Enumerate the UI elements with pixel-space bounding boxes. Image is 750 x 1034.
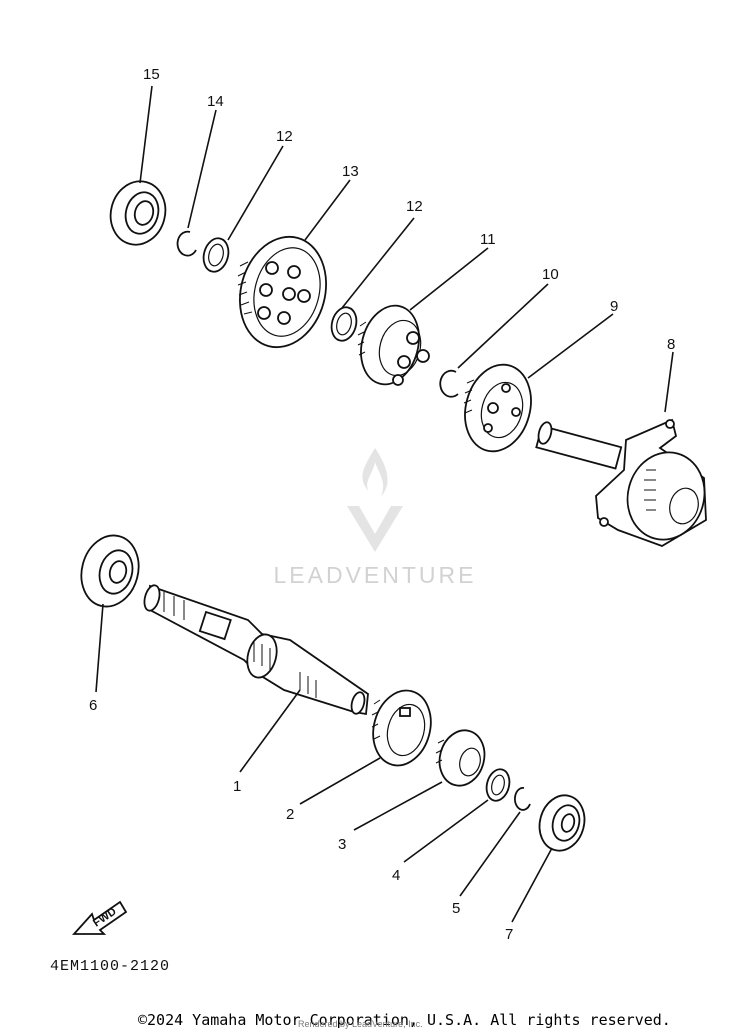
- callout-5: 5: [452, 900, 460, 917]
- part-13-gear[interactable]: [228, 227, 338, 357]
- part-9-gear[interactable]: [456, 357, 541, 459]
- part-8-shaft-assembly[interactable]: [535, 418, 714, 548]
- leadventure-logo-icon: [347, 448, 403, 552]
- part-code: 4EM1100-2120: [50, 958, 171, 975]
- part-5-circlip[interactable]: [514, 787, 531, 811]
- part-10-circlip[interactable]: [439, 369, 459, 398]
- callout-6: 6: [89, 697, 97, 714]
- callout-11: 11: [480, 231, 496, 248]
- part-6-bearing[interactable]: [74, 529, 147, 613]
- callout-2: 2: [286, 806, 294, 823]
- callout-1: 1: [233, 778, 241, 795]
- callout-13: 13: [342, 163, 359, 180]
- part-3-gear[interactable]: [434, 725, 491, 790]
- callout-7: 7: [505, 926, 513, 943]
- part-7-bearing[interactable]: [534, 790, 591, 855]
- part-12-washer[interactable]: [200, 235, 232, 274]
- rendered-by-text: Rendered by LeadVenture, Inc.: [298, 1019, 423, 1029]
- callout-8: 8: [667, 336, 675, 353]
- fwd-arrow-icon: FWD: [71, 900, 128, 935]
- callout-12a: 12: [276, 128, 293, 145]
- callout-14: 14: [207, 93, 224, 110]
- callout-3: 3: [338, 836, 346, 853]
- copyright-text: ©2024 Yamaha Motor Corporation, U.S.A. A…: [138, 1011, 671, 1029]
- part-15-bearing[interactable]: [104, 175, 173, 251]
- part-12-washer-2[interactable]: [328, 304, 360, 343]
- part-2-gear[interactable]: [365, 684, 439, 772]
- leader-lines: [95, 85, 674, 923]
- part-14-circlip[interactable]: [176, 230, 197, 257]
- part-4-washer[interactable]: [483, 767, 513, 804]
- callout-4: 4: [392, 867, 400, 884]
- part-11-gear-hub[interactable]: [353, 299, 430, 391]
- watermark-brand: LEADVENTURE: [273, 562, 477, 588]
- callout-12b: 12: [406, 198, 423, 215]
- part-1-main-shaft[interactable]: [142, 584, 369, 716]
- callout-10: 10: [542, 266, 559, 283]
- callout-15: 15: [143, 66, 160, 83]
- callout-9: 9: [610, 298, 618, 315]
